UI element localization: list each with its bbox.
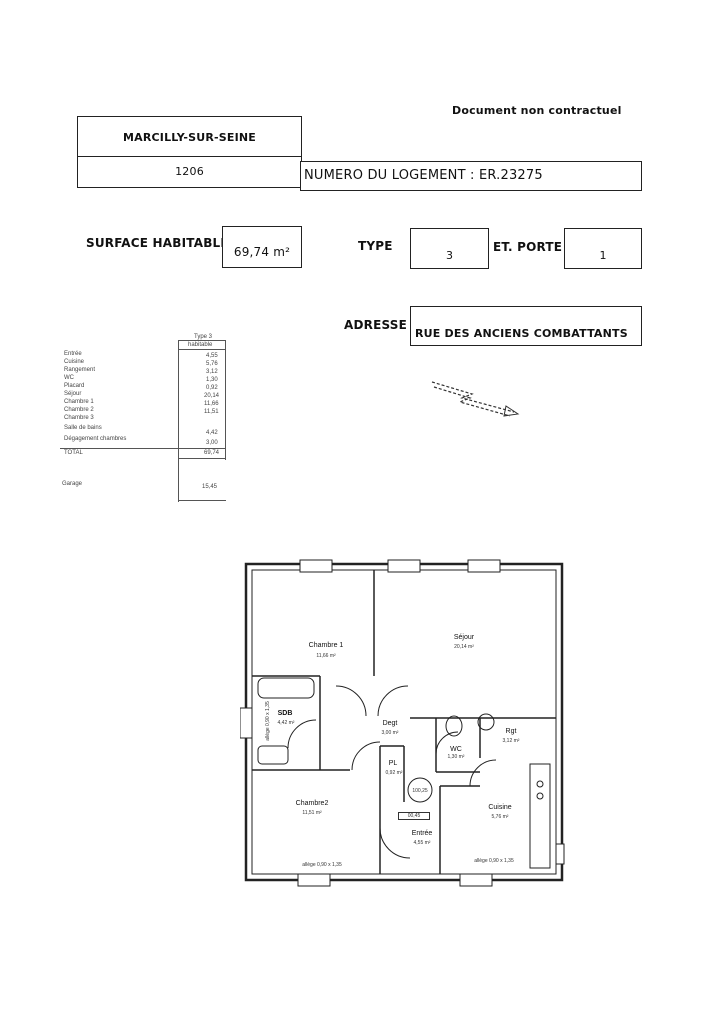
floor-plan-drawing [240,559,565,887]
table-row: Chambre 3 [64,415,94,421]
table-row: Dégagement chambres [64,436,127,442]
commune-name: MARCILLY-SUR-SEINE [122,131,257,144]
room-area: 4,55 m² [413,840,431,846]
type-label: TYPE [358,239,393,253]
type-value: 3 [446,249,453,262]
room-rgt: Rgt [505,728,517,735]
table-row: Salle de bains [64,425,102,431]
porte-box: 1 [564,228,642,269]
table-total-label: TOTAL [64,450,83,456]
commune-box: MARCILLY-SUR-SEINE [77,116,302,158]
room-area: 11,51 m² [302,810,322,816]
table-row: Placard [64,383,85,389]
room-area: 1,30 m² [447,754,465,760]
room-area: 3,00 m² [381,730,399,736]
program-box: 1206 [77,156,302,188]
floor-plan: Chambre 1 11,66 m² Séjour 20,14 m² SDB 4… [240,558,570,888]
table-header-top: Type 3 [194,334,213,340]
north-arrow-icon [431,381,520,417]
porte-label: ET. PORTE [493,240,563,254]
table-total-value: 69,74 [204,450,220,456]
table-cell: 1,30 [206,377,218,383]
table-cell: 11,51 [204,409,219,415]
plan-annotation: allège 0,90 x 1,35 [302,862,342,868]
table-cell: 3,00 [206,440,218,446]
table-garage-value: 15,45 [202,484,218,490]
room-chambre-2: Chambre2 [295,800,329,807]
plan-annotation: allège 0,90 x 1,35 [265,701,271,741]
room-wc: WC [450,746,462,753]
table-row: Chambre 2 [64,407,94,413]
table-cell: 20,14 [204,393,220,399]
room-area: 0,92 m² [385,770,403,776]
room-area: 4,42 m² [277,720,295,726]
logement-number: NUMERO DU LOGEMENT : ER.23275 [304,168,543,183]
adresse-label: ADRESSE [344,318,408,332]
logement-box: NUMERO DU LOGEMENT : ER.23275 [300,161,642,191]
room-cuisine: Cuisine [488,804,512,811]
adresse-value: RUE DES ANCIENS COMBATTANTS [415,327,628,340]
room-chambre-1: Chambre 1 [308,642,344,649]
table-row: Rangement [64,367,96,373]
room-sdb: SDB [277,710,293,717]
surface-box: 69,74 m² [222,226,302,268]
table-cell: 3,12 [206,369,218,375]
plan-annotation: 100,25 [412,788,428,794]
table-cell: 0,92 [206,385,218,391]
adresse-box: RUE DES ANCIENS COMBATTANTS [410,306,642,346]
porte-value: 1 [599,249,607,262]
table-cell: 4,55 [206,353,218,359]
room-placard: PL [388,760,398,767]
plan-annotation: allège 0,90 x 1,35 [474,858,514,864]
room-area: 5,76 m² [491,814,509,820]
surface-table: Type 3 habitable Entrée 4,55 Cuisine 5,7… [60,334,230,504]
room-area: 11,66 m² [316,653,336,659]
room-degt: Degt [382,720,398,727]
surface-label: SURFACE HABITABLE [86,236,229,250]
program-code: 1206 [175,165,204,178]
table-row: Séjour [64,391,82,397]
table-row: Entrée [64,351,82,357]
table-header-sub: habitable [188,342,213,348]
disclaimer: Document non contractuel [452,104,622,117]
plan-annotation: 00,45 [398,812,430,820]
table-cell: 5,76 [206,361,218,367]
room-area: 3,12 m² [502,738,520,744]
table-row: Cuisine [64,359,85,365]
table-garage-label: Garage [62,481,83,487]
surface-value: 69,74 m² [233,245,291,259]
type-box: 3 [410,228,489,269]
room-area: 20,14 m² [454,644,474,650]
table-cell: 11,66 [204,401,219,407]
room-entree: Entrée [411,830,433,837]
room-sejour: Séjour [453,634,475,641]
table-row: WC [64,375,74,381]
table-cell: 4,42 [206,430,218,436]
table-row: Chambre 1 [64,399,94,405]
